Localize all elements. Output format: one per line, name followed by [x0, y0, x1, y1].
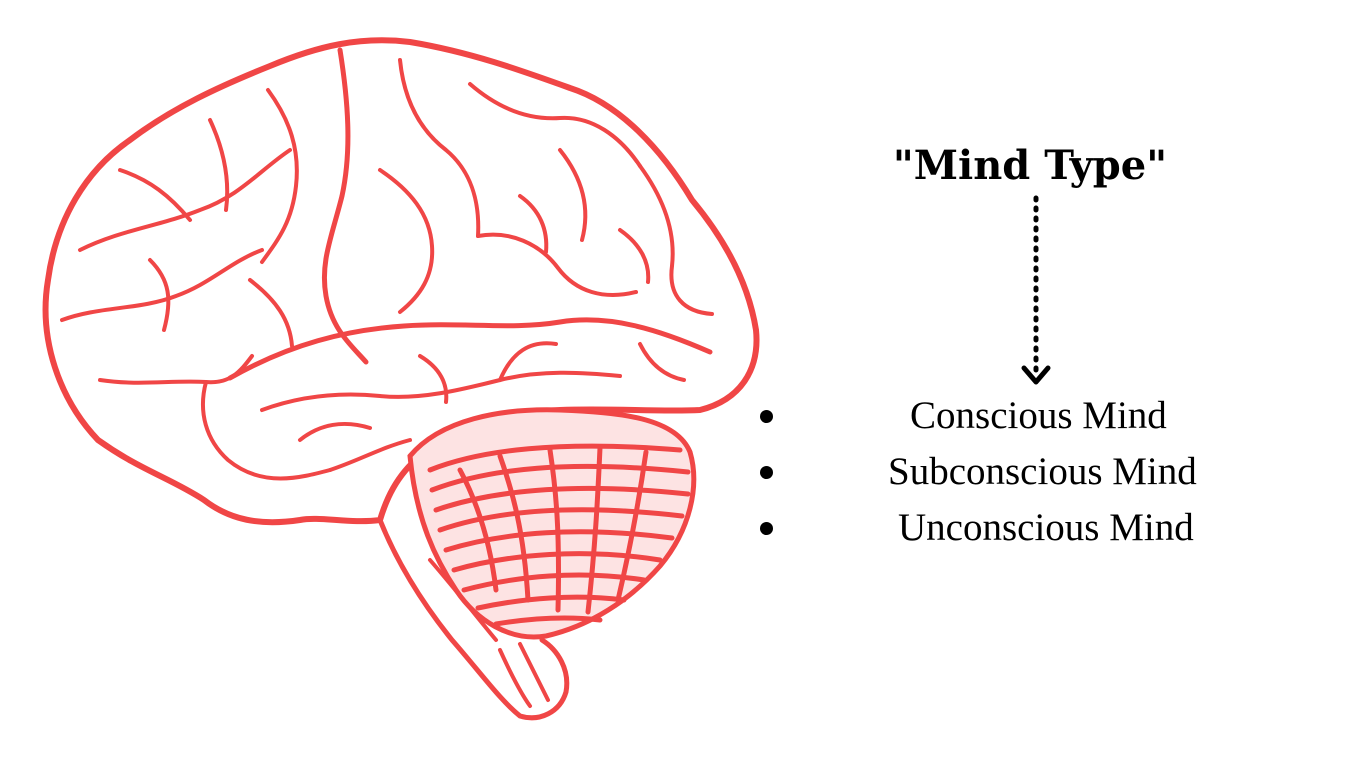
list-item: Subconscious Mind	[888, 450, 1197, 493]
dotted-arrow-down-icon	[1021, 195, 1051, 385]
bullet-dot-icon	[760, 466, 773, 479]
bullet-dot-icon	[760, 410, 773, 423]
diagram-title: "Mind Type"	[892, 142, 1168, 189]
list-item: Unconscious Mind	[898, 506, 1194, 549]
bullet-dot-icon	[760, 522, 773, 535]
list-item: Conscious Mind	[910, 394, 1167, 437]
